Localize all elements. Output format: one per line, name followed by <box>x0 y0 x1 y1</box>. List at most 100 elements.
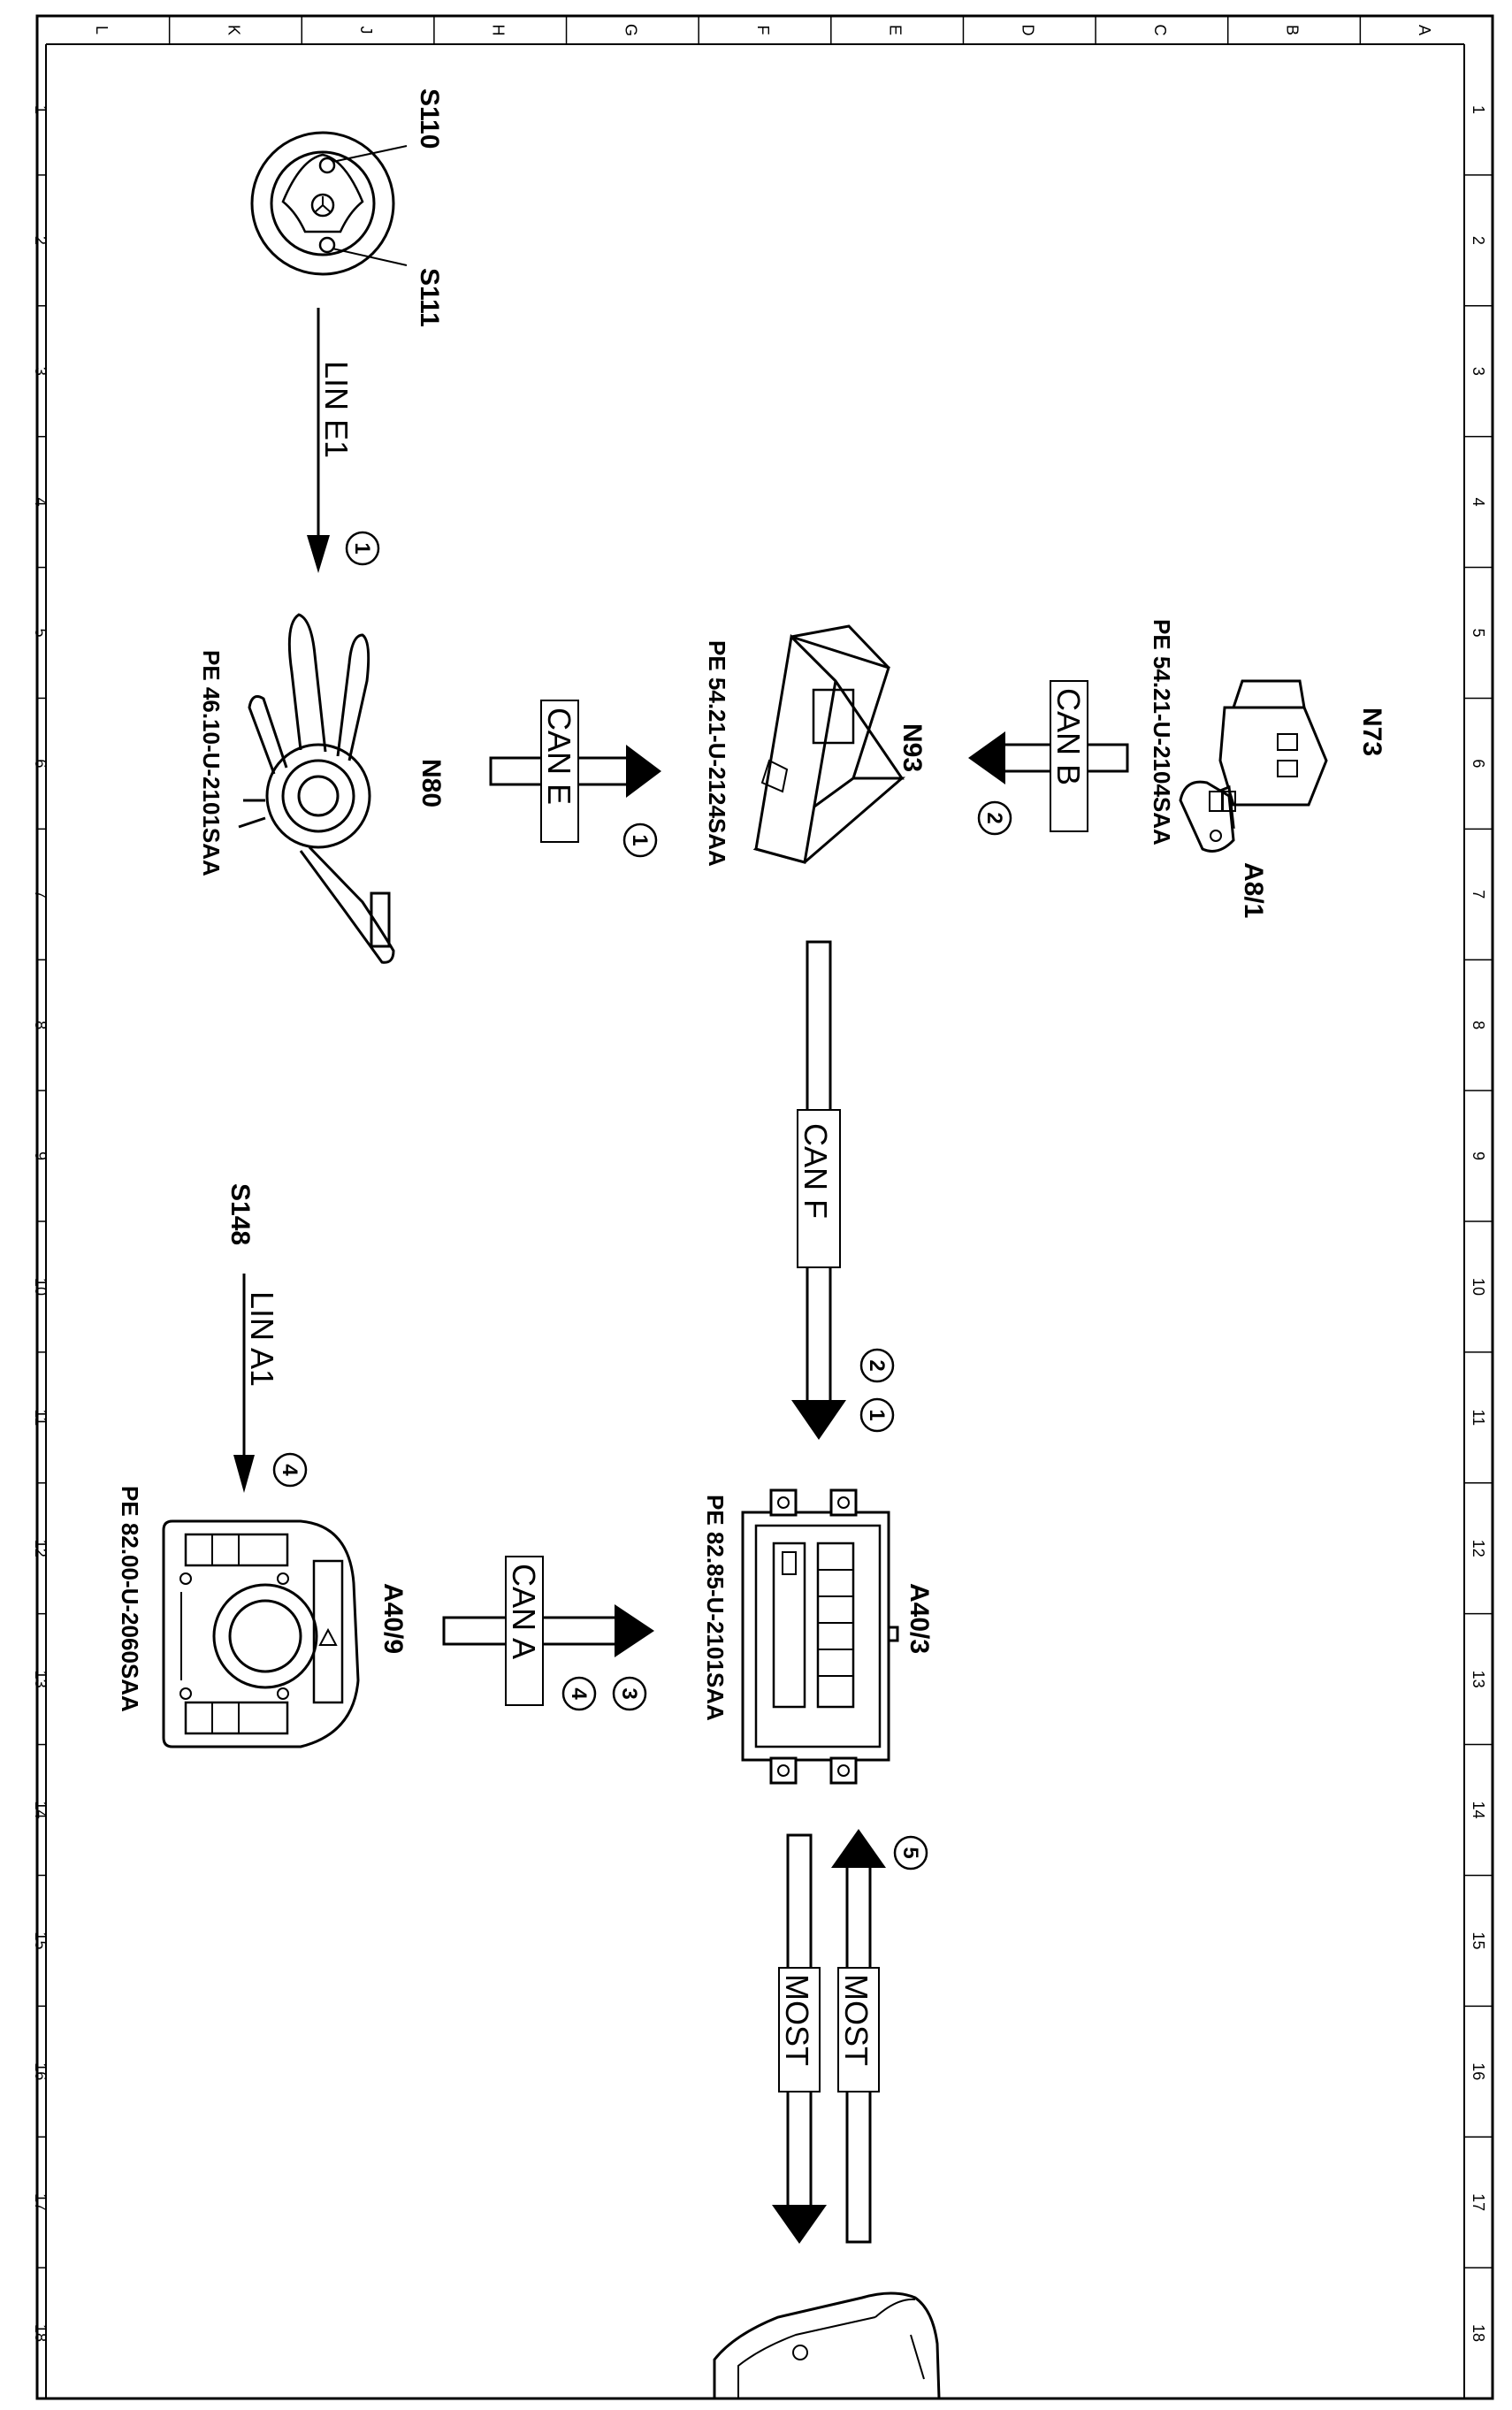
grid-row-label-right-3: 3 <box>1470 367 1487 376</box>
label-a40-9: A40/9 <box>378 1583 408 1654</box>
grid-column-label-j: J <box>357 27 375 34</box>
steering-wheel-icon <box>250 131 408 276</box>
grid-row-label-right-14: 14 <box>1470 1801 1487 1818</box>
label-s110: S110 <box>415 88 444 149</box>
grid-row-label-right-18: 18 <box>1470 2324 1487 2342</box>
bus-label-can-e: CAN E <box>541 708 577 805</box>
ref-a40-3: PE 82.85-U-2101SAA <box>702 1495 729 1721</box>
grid-row-label-right-16: 16 <box>1470 2062 1487 2080</box>
grid-row-label-left-7: 7 <box>32 890 50 899</box>
grid-ticks <box>37 16 1493 2268</box>
grid-row-label-left-2: 2 <box>32 236 50 245</box>
grid-row-label-right-2: 2 <box>1470 236 1487 245</box>
ref-n73: PE 54.21-U-2104SAA <box>1149 619 1175 845</box>
svg-text:2: 2 <box>865 1359 889 1371</box>
grid-row-label-right-12: 12 <box>1470 1540 1487 1557</box>
grid-row-label-left-1: 1 <box>32 105 50 114</box>
grid-row-label-left-15: 15 <box>32 1932 50 1949</box>
grid-row-label-right-11: 11 <box>1470 1409 1487 1426</box>
gateway-module-icon <box>752 624 906 864</box>
lin-e1-arrow <box>307 308 330 573</box>
can-e-arrow <box>489 700 661 843</box>
label-s111: S111 <box>415 268 444 327</box>
grid-row-label-left-13: 13 <box>32 1671 50 1688</box>
step-marker-can-f-b: 1 <box>859 1397 895 1433</box>
audio-control-panel-icon <box>162 1519 360 1748</box>
svg-text:1: 1 <box>350 542 374 554</box>
grid-row-label-right-13: 13 <box>1470 1671 1487 1688</box>
step-marker-most: 5 <box>893 1835 928 1871</box>
grid-row-label-right-8: 8 <box>1470 1021 1487 1029</box>
step-marker-can-a-b: 4 <box>561 1676 597 1711</box>
partial-device-icon <box>713 2291 941 2400</box>
most-up-arrow <box>831 1829 886 2244</box>
bus-label-can-a: CAN A <box>506 1564 542 1659</box>
grid-column-label-c: C <box>1151 25 1169 36</box>
bus-label-most-up: MOST <box>838 1974 874 2066</box>
grid-row-label-right-4: 4 <box>1470 498 1487 507</box>
grid-column-label-b: B <box>1284 25 1302 35</box>
steering-column-module-icon <box>238 613 395 964</box>
svg-text:1: 1 <box>628 834 652 845</box>
grid-row-label-left-4: 4 <box>32 498 50 507</box>
grid-column-label-l: L <box>93 26 111 34</box>
label-a40-3: A40/3 <box>905 1583 934 1654</box>
label-a8-1: A8/1 <box>1239 862 1268 918</box>
bus-label-most-down: MOST <box>779 1974 815 2066</box>
grid-row-label-right-7: 7 <box>1470 890 1487 899</box>
bus-label-can-f: CAN F <box>798 1123 834 1219</box>
step-marker-lin-a1: 4 <box>272 1452 308 1488</box>
grid-column-label-g: G <box>622 24 639 36</box>
step-marker-can-b: 2 <box>977 800 1012 836</box>
lin-a1-arrow <box>233 1274 255 1493</box>
can-a-arrow <box>442 1556 654 1706</box>
ref-a40-9: PE 82.00-U-2060SAA <box>117 1486 143 1712</box>
comand-head-unit-icon <box>741 1488 899 1785</box>
step-marker-can-a-a: 3 <box>612 1676 647 1711</box>
grid-row-label-left-10: 10 <box>32 1278 50 1296</box>
grid-row-label-right-17: 17 <box>1470 2193 1487 2211</box>
grid-row-label-left-5: 5 <box>32 628 50 637</box>
grid-row-label-left-9: 9 <box>32 1151 50 1160</box>
bus-label-lin-e1: LIN E1 <box>318 361 355 458</box>
grid-column-label-f: F <box>754 26 772 35</box>
grid-row-label-right-1: 1 <box>1470 105 1487 114</box>
grid-row-label-left-16: 16 <box>32 2062 50 2080</box>
grid-row-label-left-14: 14 <box>32 1801 50 1818</box>
grid-column-label-a: A <box>1416 25 1433 35</box>
can-f-arrow <box>791 940 846 1440</box>
grid-row-label-left-8: 8 <box>32 1021 50 1029</box>
step-marker-can-f-a: 2 <box>859 1348 895 1383</box>
svg-text:5: 5 <box>898 1847 922 1858</box>
ref-n80: PE 46.10-U-2101SAA <box>198 650 225 876</box>
grid-row-label-left-18: 18 <box>32 2324 50 2342</box>
bus-label-can-b: CAN B <box>1050 688 1087 785</box>
svg-text:3: 3 <box>617 1687 641 1699</box>
can-b-arrow <box>968 680 1129 832</box>
svg-text:2: 2 <box>982 812 1006 823</box>
grid-row-label-right-5: 5 <box>1470 628 1487 637</box>
grid-column-label-h: H <box>490 25 508 36</box>
label-n73: N73 <box>1357 708 1386 756</box>
label-n93: N93 <box>897 723 927 772</box>
grid-row-label-left-11: 11 <box>32 1409 50 1426</box>
svg-text:4: 4 <box>567 1687 591 1700</box>
label-n80: N80 <box>416 759 446 807</box>
grid-row-label-right-6: 6 <box>1470 759 1487 768</box>
label-s148: S148 <box>225 1183 255 1245</box>
grid-row-label-right-9: 9 <box>1470 1151 1487 1160</box>
step-marker-lin-e1: 1 <box>345 531 380 566</box>
bus-label-lin-a1: LIN A1 <box>244 1291 280 1387</box>
grid-column-label-d: D <box>1019 25 1036 36</box>
grid-column-label-k: K <box>225 25 242 35</box>
ref-n93: PE 54.21-U-2124SAA <box>704 640 730 867</box>
grid-row-label-right-10: 10 <box>1470 1278 1487 1296</box>
svg-text:1: 1 <box>865 1409 889 1420</box>
step-marker-can-e: 1 <box>622 822 658 858</box>
grid-row-label-left-3: 3 <box>32 367 50 376</box>
grid-row-label-left-12: 12 <box>32 1540 50 1557</box>
grid-row-label-right-15: 15 <box>1470 1932 1487 1949</box>
